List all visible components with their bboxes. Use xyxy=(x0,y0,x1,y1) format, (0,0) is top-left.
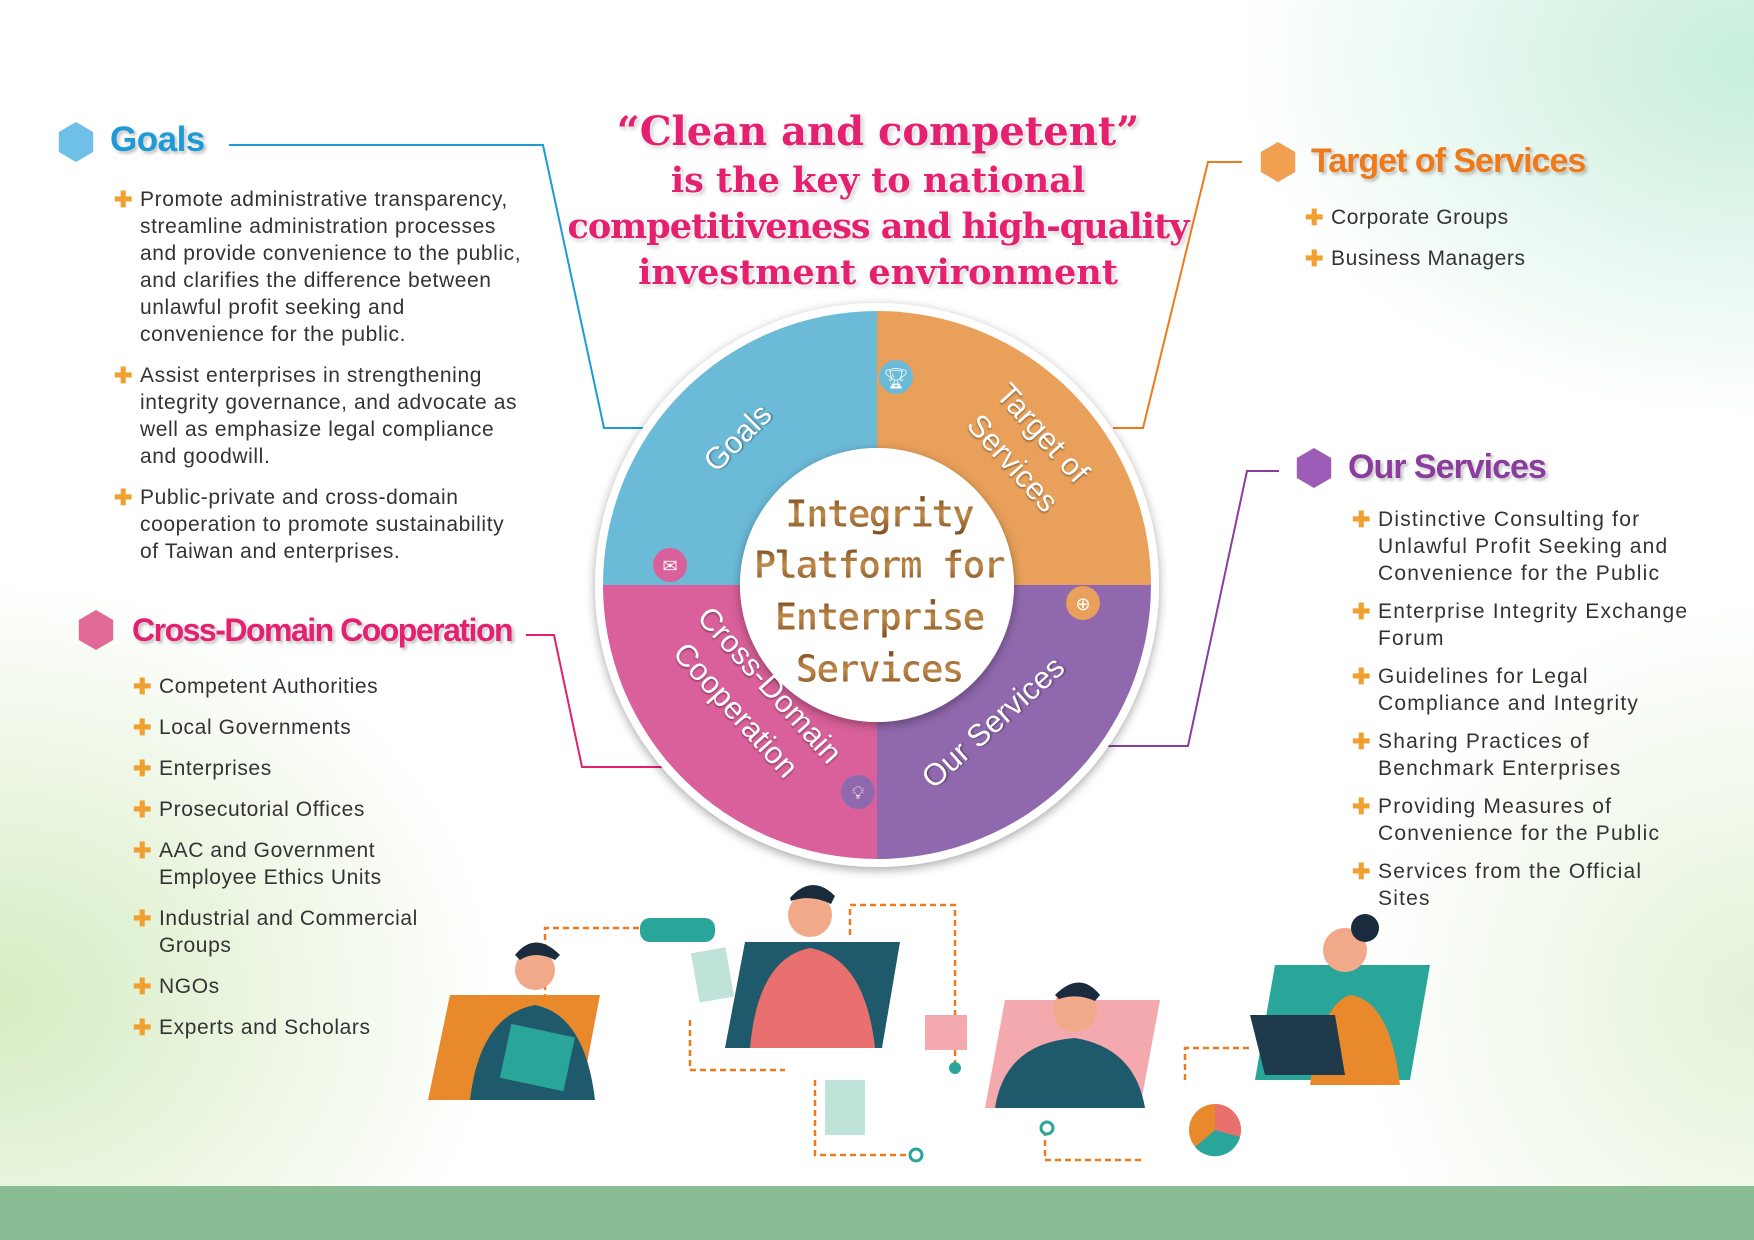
plus-icon: ✚ xyxy=(1305,246,1325,271)
list-item: ✚Guidelines for Legal Compliance and Int… xyxy=(1352,664,1640,715)
ring-center xyxy=(740,448,1014,722)
list-item: ✚Promote administrative transparency, st… xyxy=(114,187,522,346)
target-heading: Target of Services xyxy=(1311,142,1586,180)
plus-icon: ✚ xyxy=(1352,507,1372,532)
plus-icon: ✚ xyxy=(1352,599,1372,624)
list-item: ✚AAC and Government Employee Ethics Unit… xyxy=(133,838,382,889)
our-services-list: ✚Distinctive Consulting for Unlawful Pro… xyxy=(1352,506,1690,912)
person-with-tablet-icon xyxy=(428,942,600,1100)
svg-text:💡︎: 💡︎ xyxy=(852,783,865,803)
our-services-heading: Our Services xyxy=(1348,448,1547,486)
person-with-document-icon xyxy=(640,884,900,1048)
list-item: ✚Assist enterprises in strengthening int… xyxy=(114,363,518,468)
target-list: ✚Corporate Groups ✚Business Managers xyxy=(1305,204,1711,272)
plus-icon: ✚ xyxy=(133,674,153,699)
person-with-chart-icon xyxy=(925,982,1241,1157)
ring-segment-ours[interactable] xyxy=(877,585,1151,859)
list-item: ✚Competent Authorities xyxy=(133,674,379,699)
cross-domain-heading: Cross-Domain Cooperation xyxy=(132,612,514,648)
plus-icon: ✚ xyxy=(133,715,153,740)
plus-icon: ✚ xyxy=(133,906,153,931)
plus-icon: ✚ xyxy=(114,187,134,212)
plus-icon: ✚ xyxy=(133,838,153,863)
plus-icon: ✚ xyxy=(133,797,153,822)
envelope-icon: ✉ xyxy=(653,548,687,582)
plus-icon: ✚ xyxy=(1352,794,1372,819)
list-item: ✚Providing Measures of Convenience for t… xyxy=(1352,794,1661,845)
dashed-connectors xyxy=(543,903,1250,1162)
list-item: ✚Distinctive Consulting for Unlawful Pro… xyxy=(1352,507,1669,585)
list-item: ✚NGOs xyxy=(133,974,220,999)
cross-domain-list: ✚Competent Authorities ✚Local Government… xyxy=(133,673,469,1041)
svg-text:⊕: ⊕ xyxy=(1075,594,1090,614)
plus-icon: ✚ xyxy=(133,974,153,999)
svg-text:🏆︎: 🏆︎ xyxy=(883,368,908,390)
plus-icon: ✚ xyxy=(133,756,153,781)
trophy-icon: 🏆︎ xyxy=(879,360,913,394)
list-item: ✚Sharing Practices of Benchmark Enterpri… xyxy=(1352,729,1622,780)
plus-icon: ✚ xyxy=(1352,729,1372,754)
list-item: ✚Industrial and Commercial Groups xyxy=(133,906,418,957)
list-item: ✚Services from the Official Sites xyxy=(1352,859,1643,910)
goals-list: ✚Promote administrative transparency, st… xyxy=(114,186,525,565)
ring-segment-goals[interactable] xyxy=(603,311,877,585)
target-gear-icon xyxy=(1260,142,1296,182)
headline-line-2: is the key to national xyxy=(670,160,1086,201)
plus-icon: ✚ xyxy=(114,363,134,388)
ring-segment-target[interactable] xyxy=(877,311,1151,585)
ours-connector xyxy=(1107,470,1279,747)
plus-icon: ✚ xyxy=(1352,859,1372,884)
goals-gear-icon xyxy=(58,122,94,162)
plus-icon: ✚ xyxy=(1305,205,1325,230)
headline-line-4: investment environment xyxy=(638,252,1118,293)
center-title-line-2: Platform for xyxy=(754,543,1006,587)
ring-segment-cross[interactable] xyxy=(603,585,877,859)
globe-icon: ⊕ xyxy=(1066,586,1100,620)
cross-connector xyxy=(526,634,666,768)
list-item: ✚Experts and Scholars xyxy=(133,1015,371,1040)
plus-icon: ✚ xyxy=(114,485,134,510)
list-item: ✚Business Managers xyxy=(1305,246,1526,271)
goals-heading: Goals xyxy=(110,120,205,159)
person-with-laptop-icon xyxy=(825,914,1430,1135)
headline-line-1: “Clean and competent” xyxy=(616,108,1140,155)
list-item: ✚Public-private and cross-domain coopera… xyxy=(114,485,505,563)
cross-domain-gear-icon xyxy=(78,610,114,650)
list-item: ✚Enterprise Integrity Exchange Forum xyxy=(1352,599,1689,650)
headline-line-3: competitiveness and high-quality xyxy=(567,206,1190,247)
footer-band xyxy=(0,1186,1754,1240)
center-title-line-3: Enterprise xyxy=(775,595,985,639)
list-item: ✚Local Governments xyxy=(133,715,352,740)
svg-text:✉: ✉ xyxy=(662,556,677,576)
list-item: ✚Corporate Groups xyxy=(1305,205,1509,230)
list-item: ✚Prosecutorial Offices xyxy=(133,797,365,822)
center-title-line-4: Services xyxy=(795,647,962,691)
lightbulb-icon: 💡︎ xyxy=(841,775,875,809)
target-connector xyxy=(1113,161,1242,429)
center-title-line-1: Integrity xyxy=(785,492,974,536)
plus-icon: ✚ xyxy=(1352,664,1372,689)
goals-connector xyxy=(229,144,647,429)
list-item: ✚Enterprises xyxy=(133,756,272,781)
plus-icon: ✚ xyxy=(133,1015,153,1040)
